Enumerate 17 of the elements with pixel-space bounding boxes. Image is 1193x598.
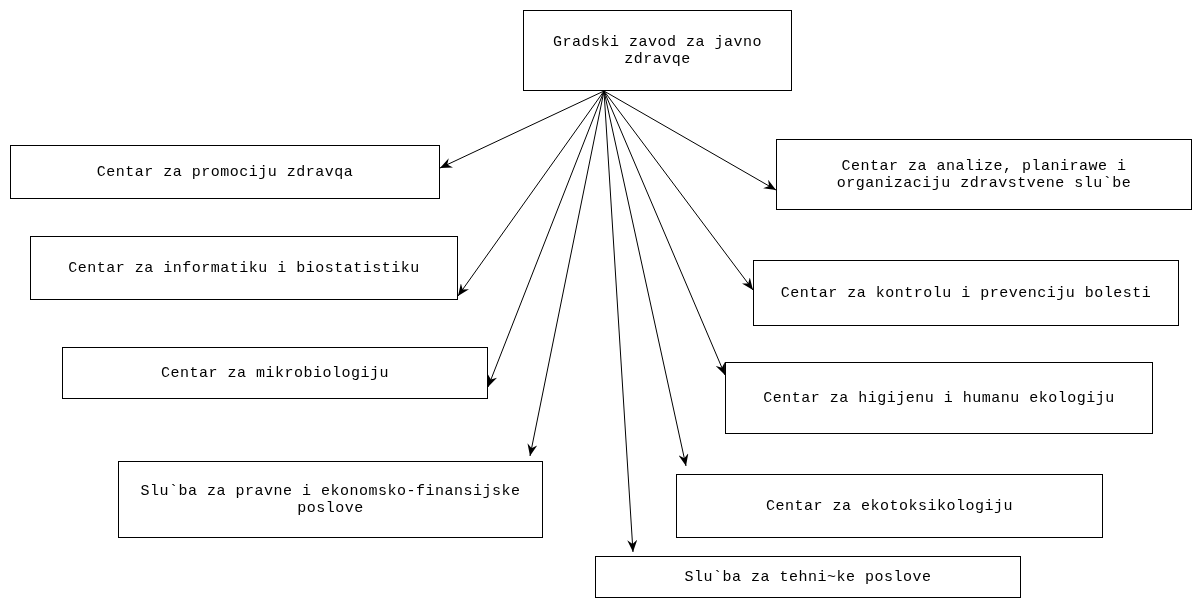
unit-box: Centar za informatiku i biostatistiku <box>30 236 458 300</box>
arrow <box>457 90 605 297</box>
arrow <box>439 90 605 169</box>
arrow <box>527 90 605 457</box>
unit-box: Centar za ekotoksikologiju <box>676 474 1103 538</box>
unit-box: Gradski zavod za javno zdravqe <box>523 10 792 91</box>
arrow <box>603 90 726 376</box>
unit-box: Slu`ba za pravne i ekonomsko-finansijske poslove <box>118 461 543 538</box>
unit-box: Slu`ba za tehni~ke poslove <box>595 556 1021 598</box>
arrow <box>487 90 605 388</box>
unit-box: Centar za higijenu i humanu ekologiju <box>725 362 1153 434</box>
unit-box: Centar za mikrobiologiju <box>62 347 488 399</box>
arrow <box>603 90 777 191</box>
arrow <box>603 90 754 291</box>
unit-box: Centar za analize, planirawe i organizaciju zdravstvene slu`be <box>776 139 1192 210</box>
unit-box: Centar za kontrolu i prevenciju bolesti <box>753 260 1179 326</box>
unit-box: Centar za promociju zdravqa <box>10 145 440 199</box>
